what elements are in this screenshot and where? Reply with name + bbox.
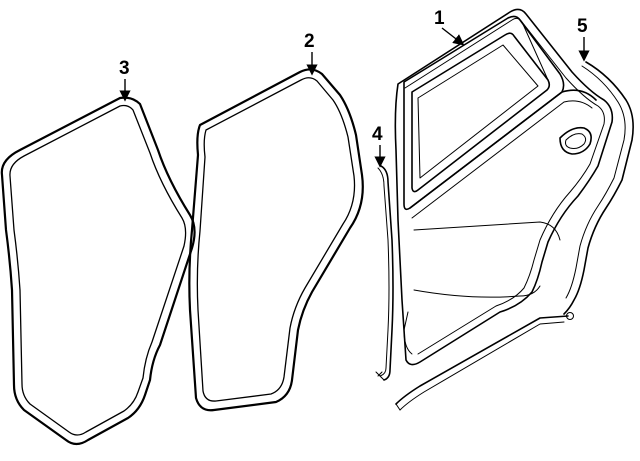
callout-2: 2	[304, 31, 318, 76]
callout-5: 5	[577, 16, 590, 62]
callout-label-1: 1	[434, 8, 445, 29]
callout-label-2: 2	[304, 31, 315, 52]
callout-label-5: 5	[577, 16, 588, 37]
callout-label-3: 3	[119, 58, 130, 79]
part-1-door	[394, 8, 614, 366]
callout-3: 3	[119, 58, 131, 102]
callout-1: 1	[434, 8, 465, 46]
callout-label-4: 4	[372, 124, 383, 145]
part-3-seal	[0, 96, 196, 446]
callout-1-leader	[441, 27, 465, 46]
callout-4: 4	[372, 124, 386, 168]
part-5-weatherstrip	[395, 61, 634, 411]
part-2-seal	[188, 68, 364, 412]
part-4-weatherstrip	[375, 165, 394, 381]
